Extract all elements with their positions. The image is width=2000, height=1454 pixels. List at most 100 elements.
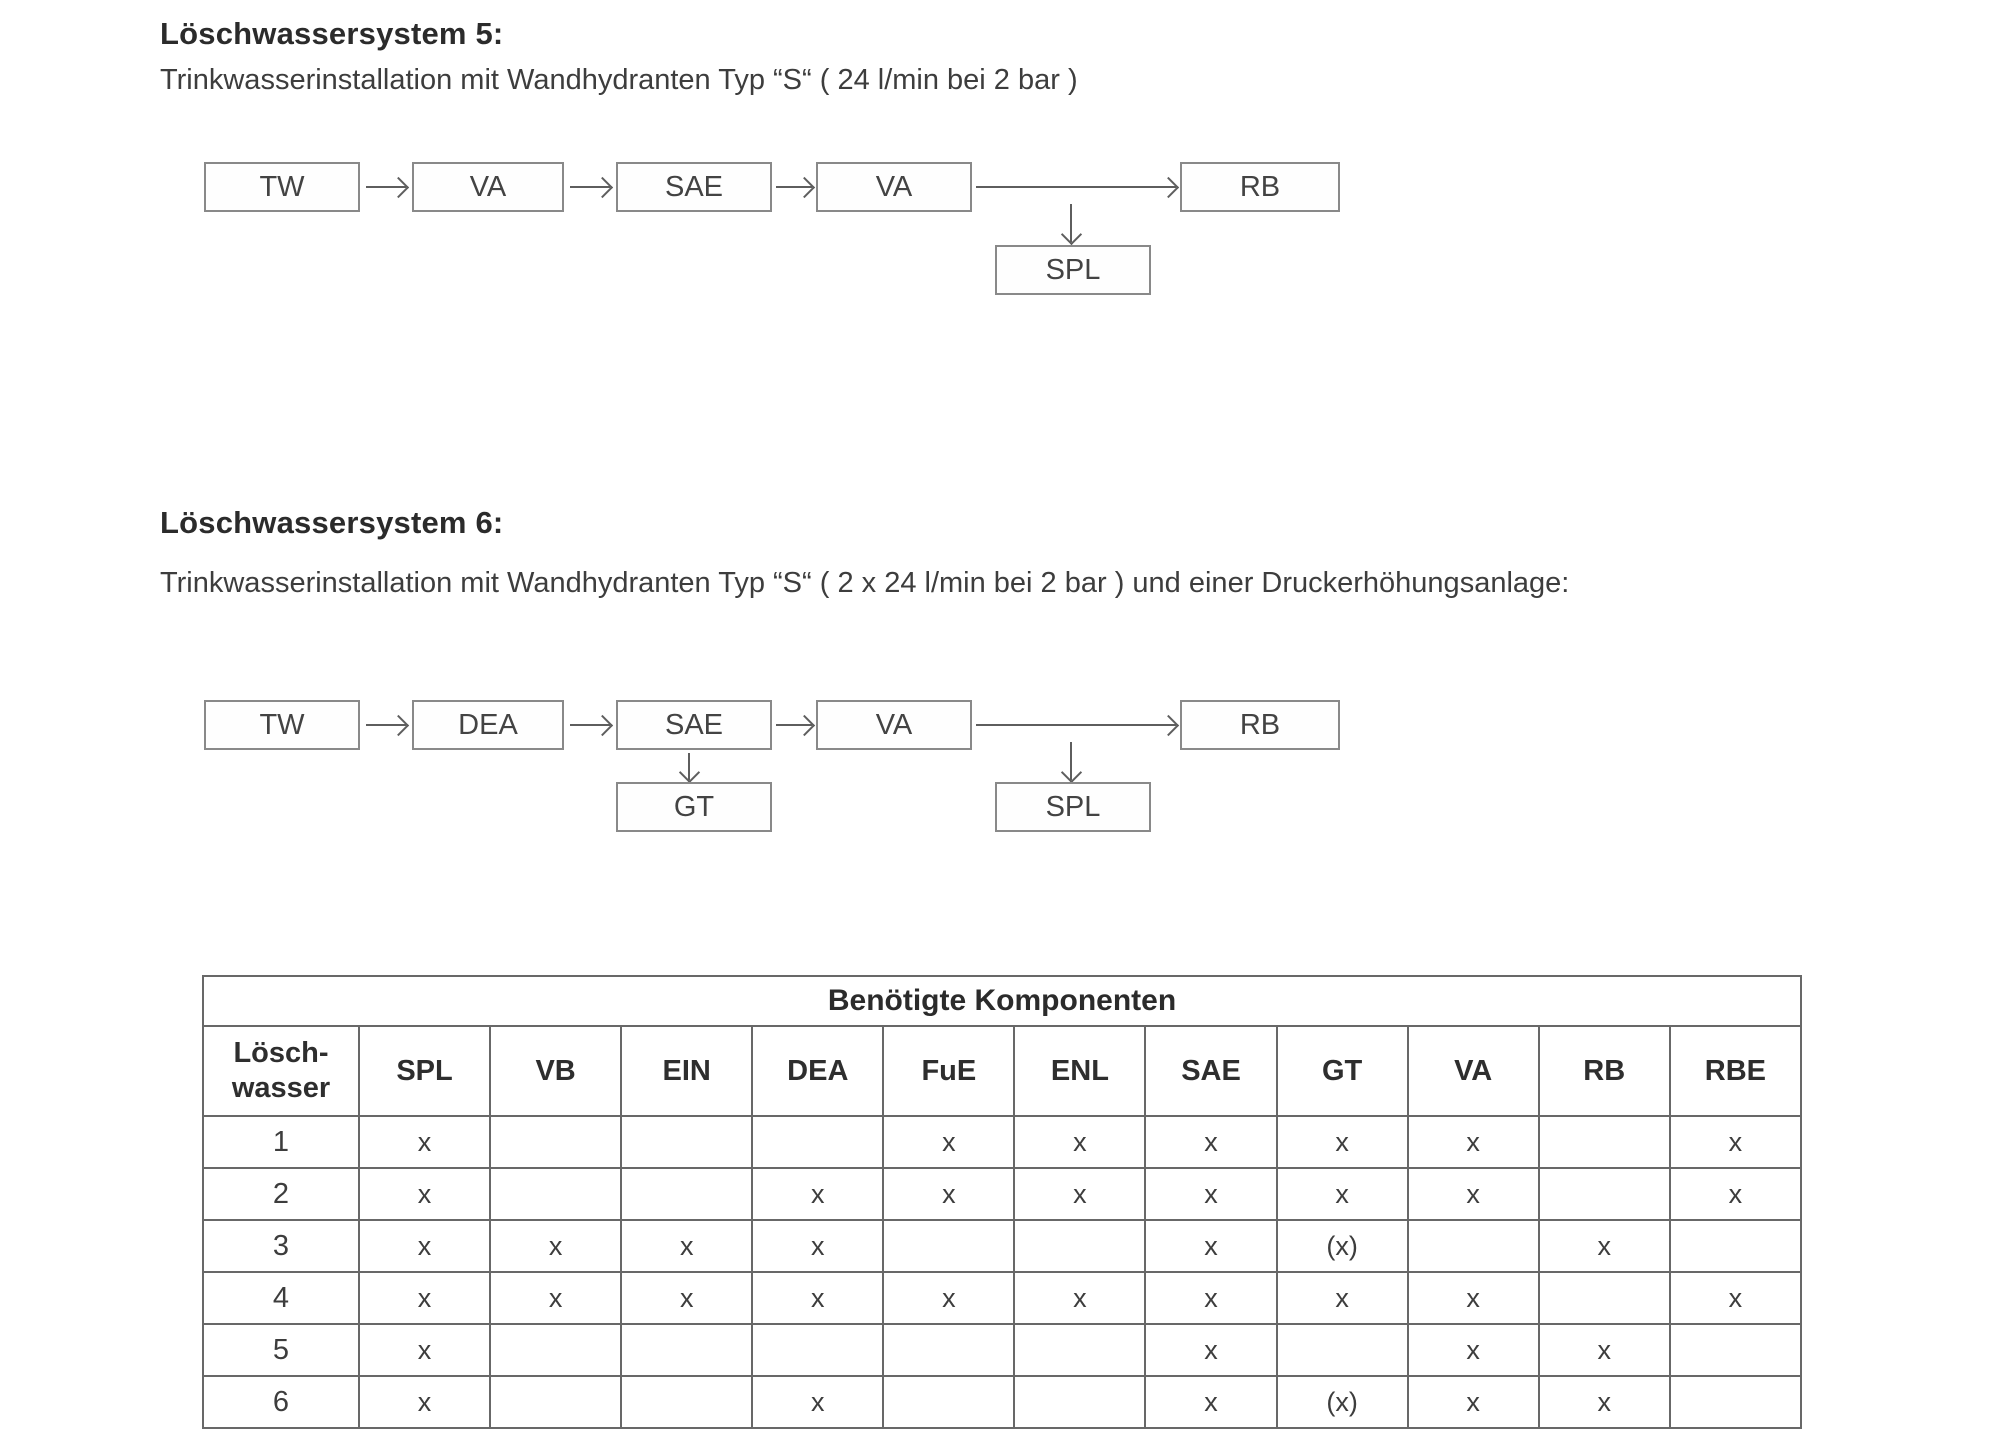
table-cell (1668, 1219, 1803, 1273)
table-cell: x (1275, 1115, 1409, 1169)
table-cell (489, 1167, 623, 1221)
row-label: 3 (202, 1219, 360, 1273)
flow-box-dea: DEA (412, 700, 564, 750)
section-6-subtitle: Trinkwasserinstallation mit Wandhydrante… (160, 567, 1570, 599)
column-header-rbe: RBE (1668, 1025, 1803, 1117)
arrow-right-icon (570, 186, 610, 188)
table-caption-row: Benötigte Komponenten (202, 975, 1802, 1027)
table-cell (1537, 1167, 1671, 1221)
table-cell: x (1144, 1115, 1278, 1169)
arrow-right-icon (366, 186, 406, 188)
table-cell: x (882, 1271, 1016, 1325)
table-cell: x (620, 1219, 754, 1273)
arrow-down-icon (1070, 742, 1072, 780)
table-cell: x (1668, 1167, 1803, 1221)
table-cell: x (489, 1271, 623, 1325)
table-cell: x (1144, 1375, 1278, 1429)
row-label: 5 (202, 1323, 360, 1377)
flow-box-va: VA (816, 700, 972, 750)
flow-box-va-1: VA (412, 162, 564, 212)
column-header-enl: ENL (1013, 1025, 1147, 1117)
table-cell (620, 1115, 754, 1169)
table-cell: x (1406, 1115, 1540, 1169)
table-cell: x (1406, 1167, 1540, 1221)
table-cell (882, 1323, 1016, 1377)
table-cell: x (489, 1219, 623, 1273)
table-cell (620, 1323, 754, 1377)
table-cell: x (1144, 1323, 1278, 1377)
table-cell: x (357, 1271, 492, 1325)
table-cell: x (751, 1167, 885, 1221)
table-cell: x (357, 1375, 492, 1429)
table-cell (489, 1375, 623, 1429)
table-cell: x (357, 1219, 492, 1273)
table-cell: x (1406, 1375, 1540, 1429)
section-6-title: Löschwassersystem 6: (160, 505, 504, 540)
table-cell: x (1406, 1323, 1540, 1377)
column-header-loeschwasser: Lösch- wasser (202, 1025, 360, 1117)
table-cell (882, 1219, 1016, 1273)
section-5-title: Löschwassersystem 5: (160, 16, 504, 51)
table-cell: x (882, 1167, 1016, 1221)
table-cell: x (1144, 1167, 1278, 1221)
table-cell (1406, 1219, 1540, 1273)
table-cell: x (1013, 1115, 1147, 1169)
table-cell: x (1668, 1271, 1803, 1325)
table-cell: x (1013, 1167, 1147, 1221)
table-cell (620, 1167, 754, 1221)
table-cell: x (620, 1271, 754, 1325)
table-cell: (x) (1275, 1219, 1409, 1273)
table-cell: x (357, 1167, 492, 1221)
row-label: 2 (202, 1167, 360, 1221)
arrow-down-icon (1070, 204, 1072, 242)
arrow-right-icon (570, 724, 610, 726)
column-header-va: VA (1406, 1025, 1540, 1117)
column-header-gt: GT (1275, 1025, 1409, 1117)
table-cell: x (751, 1219, 885, 1273)
table-cell (751, 1115, 885, 1169)
section-5-subtitle: Trinkwasserinstallation mit Wandhydrante… (160, 64, 1078, 96)
table-cell (1013, 1375, 1147, 1429)
column-header-ein: EIN (620, 1025, 754, 1117)
column-header-rb: RB (1537, 1025, 1671, 1117)
flow-box-spl: SPL (995, 245, 1151, 295)
table-cell: x (751, 1271, 885, 1325)
arrow-right-icon (976, 186, 1176, 188)
row-label: 4 (202, 1271, 360, 1325)
table-cell (882, 1375, 1016, 1429)
arrow-right-icon (776, 186, 812, 188)
table-cell: x (1537, 1219, 1671, 1273)
column-header-fue: FuE (882, 1025, 1016, 1117)
column-header-sae: SAE (1144, 1025, 1278, 1117)
table-cell: x (1144, 1271, 1278, 1325)
table-cell (620, 1375, 754, 1429)
flow-box-sae: SAE (616, 162, 772, 212)
table-cell: x (357, 1323, 492, 1377)
table-cell (1537, 1271, 1671, 1325)
table-cell: x (357, 1115, 492, 1169)
table-cell (1275, 1323, 1409, 1377)
table-cell: x (1144, 1219, 1278, 1273)
table-cell: x (1013, 1271, 1147, 1325)
table-cell: x (751, 1375, 885, 1429)
flow-box-spl: SPL (995, 782, 1151, 832)
table-caption: Benötigte Komponenten (202, 975, 1802, 1027)
flow-box-sae: SAE (616, 700, 772, 750)
table-cell (751, 1323, 885, 1377)
flow-box-rb: RB (1180, 700, 1340, 750)
table-cell: x (1406, 1271, 1540, 1325)
table-cell: x (1537, 1375, 1671, 1429)
table-cell (489, 1323, 623, 1377)
column-header-vb: VB (489, 1025, 623, 1117)
flow-box-rb: RB (1180, 162, 1340, 212)
table-cell: x (882, 1115, 1016, 1169)
arrow-right-icon (976, 724, 1176, 726)
